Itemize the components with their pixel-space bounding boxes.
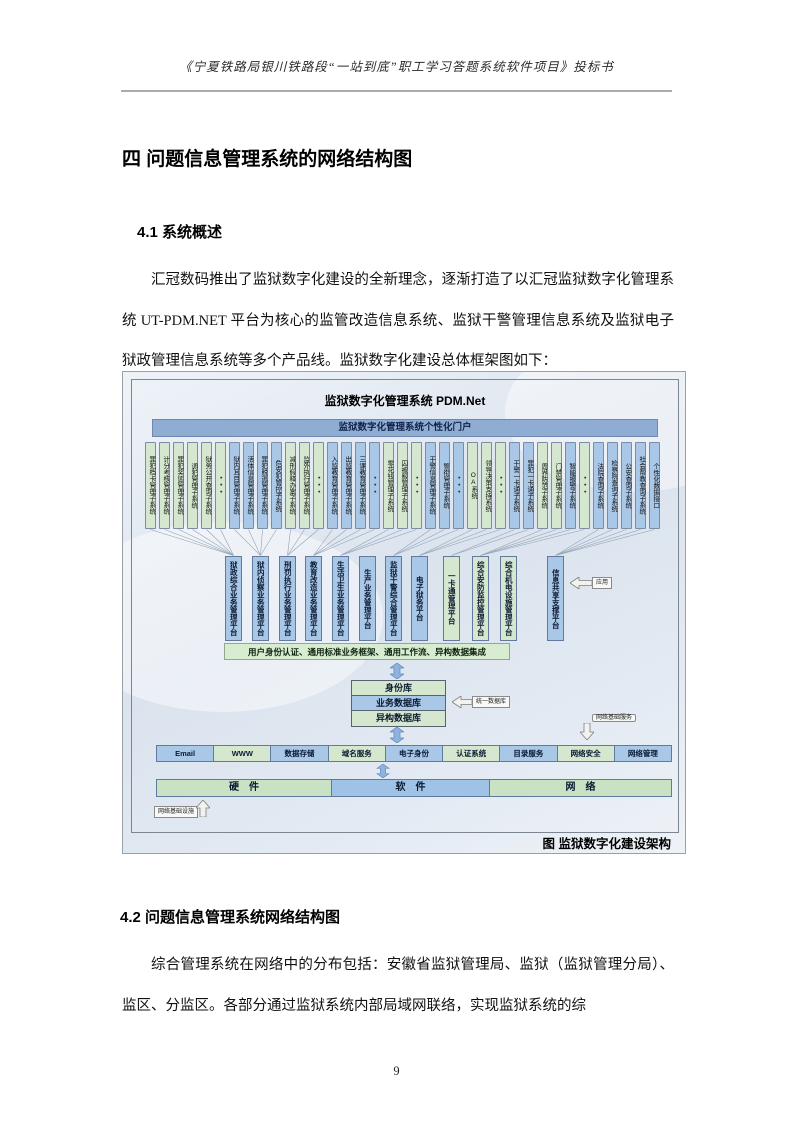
double-arrow-icon xyxy=(376,764,390,778)
subsystem-ellipsis-box: ●●● xyxy=(369,442,380,529)
service-cell: WWW xyxy=(214,745,272,762)
subsystem-box: 罪犯奖惩管理子系统 xyxy=(173,442,184,529)
database-row: 业务数据库 xyxy=(352,696,445,711)
platform-box: 狱内侦察业务管理平台 xyxy=(252,556,269,641)
service-cell: 网络安全 xyxy=(557,745,615,762)
section-4-1-paragraph: 汇冠数码推出了监狱数字化建设的全新理念，逐渐打造了以汇冠监狱数字化管理系统 UT… xyxy=(122,272,674,369)
subsystem-row: 罪犯档卡管理子系统计分考核管理子系统罪犯奖惩管理子系统调犯管理子系统狱务公开查询… xyxy=(145,442,660,529)
subsystem-box: 调犯管理子系统 xyxy=(187,442,198,529)
up-arrow-icon xyxy=(196,800,211,817)
subsystem-ellipsis-box: ●●● xyxy=(453,442,464,529)
chapter-title: 四 问题信息管理系统的网络结构图 xyxy=(122,149,413,170)
subsystem-box: 减刑假释办案子系统 xyxy=(285,442,296,529)
subsystem-box: 门禁管理子系统 xyxy=(551,442,562,529)
service-cell: 目录服务 xyxy=(500,745,558,762)
net-services-label: 网络基础服务 xyxy=(592,714,637,722)
subsystem-box: 罪犯档卡管理子系统 xyxy=(145,442,156,529)
service-cell: 电子身份 xyxy=(385,745,444,762)
portal-banner: 监狱数字化管理系统个性化门户 xyxy=(152,419,658,437)
platform-box: 综合机电设施管理平台 xyxy=(500,556,517,641)
subsystem-box: 危安犯管控子系统 xyxy=(271,442,282,529)
header-divider xyxy=(121,90,672,92)
subsystem-box: 社会帮教查询子系统 xyxy=(635,442,646,529)
section-4-2-paragraph: 综合管理系统在网络中的分布包括：安徽省监狱管理局、监狱（监狱管理分局）、监区、分… xyxy=(122,957,674,1014)
subsystem-box: 个性化数据接口 xyxy=(649,442,660,529)
platform-box: 狱政综合业务管理平台 xyxy=(225,556,242,641)
unified-db-arrow: 统一数据库 xyxy=(452,696,511,708)
service-cell: 数据存储 xyxy=(271,745,329,762)
database-stack: 身份库业务数据库异构数据库 xyxy=(351,680,446,727)
platform-box: 教育改造业务管理平台 xyxy=(305,556,322,641)
net-infra-label: 网络基础设施 xyxy=(154,806,199,818)
service-cell: Email xyxy=(156,745,215,762)
subsystem-ellipsis-box: ●●● xyxy=(579,442,590,529)
platform-box: 生产业务管理平台 xyxy=(359,556,376,641)
subsystem-box: 周界防范子系统 xyxy=(537,442,548,529)
foundation-cell: 软 件 xyxy=(332,779,490,797)
platform-box: 信息共享支撑平台 xyxy=(547,556,564,641)
connector-lines xyxy=(150,529,655,556)
foundation-cell: 网 络 xyxy=(490,779,672,797)
subsystem-box: 罪犯一卡通子系统 xyxy=(523,442,534,529)
subsystem-box: 计分考核管理子系统 xyxy=(159,442,170,529)
subsystem-box: 罪犯脱逃管理子系统 xyxy=(257,442,268,529)
page-number: 9 xyxy=(393,1064,400,1078)
subsystem-box: 警衔管理子系统 xyxy=(439,442,450,529)
page-header: 《宁夏铁路局银川铁路段“一站到底”职工学习答题系统软件项目》投标书 xyxy=(179,60,614,74)
double-arrow-icon xyxy=(390,663,404,679)
subsystem-box: 监外执行管理子系统 xyxy=(299,442,310,529)
net-services-callout: 网络基础服务 xyxy=(580,706,637,740)
section-4-2-title: 4.2 问题信息管理系统网络结构图 xyxy=(120,909,341,926)
left-arrow-icon xyxy=(452,696,472,708)
platform-box: 综合安防监控管理平台 xyxy=(472,556,489,641)
subsystem-box: 狱内耳目管理子系统 xyxy=(229,442,240,529)
platform-box: 电子狱务平台 xyxy=(411,556,428,641)
subsystem-ellipsis-box: ●●● xyxy=(495,442,506,529)
diagram-caption: 图 监狱数字化建设架构 xyxy=(542,837,671,851)
down-arrow-icon xyxy=(580,723,594,740)
service-cell: 认证系统 xyxy=(443,745,501,762)
database-row: 身份库 xyxy=(352,681,445,696)
subsystem-box: 检察院查询子系统 xyxy=(607,442,618,529)
diagram-frame: 监狱数字化管理系统 PDM.Net 监狱数字化管理系统个性化门户 罪犯档卡管理子… xyxy=(131,379,679,833)
platform-box: 生活卫生业务管理平台 xyxy=(332,556,349,641)
database-row: 异构数据库 xyxy=(352,711,445,726)
subsystem-ellipsis-box: ●●● xyxy=(215,442,226,529)
integration-bar: 用户身份认证、通用标准业务框架、通用工作流、异构数据集成 xyxy=(224,643,510,660)
platform-box: 刑罚执行业务管理平台 xyxy=(279,556,296,641)
subsystem-box: 领导决策支持系统 xyxy=(481,442,492,529)
subsystem-box: 出监教育管理子系统 xyxy=(341,442,352,529)
left-arrow-icon xyxy=(570,577,592,589)
subsystem-ellipsis-box: ●●● xyxy=(313,442,324,529)
unified-db-label: 统一数据库 xyxy=(472,696,511,708)
subsystem-box: 公安查询子系统 xyxy=(621,442,632,529)
platform-box: 一卡通管理平台 xyxy=(443,556,460,641)
app-arrow-label: 应用 xyxy=(592,577,613,589)
subsystem-box: 智能报警子系统 xyxy=(565,442,576,529)
subsystem-box: 活体信息管理子系统 xyxy=(243,442,254,529)
architecture-diagram: 监狱数字化管理系统 PDM.Net 监狱数字化管理系统个性化门户 罪犯档卡管理子… xyxy=(122,371,686,854)
subsystem-box: 狱务公开查询子系统 xyxy=(201,442,212,529)
section-4-1-title: 4.1 系统概述 xyxy=(137,224,223,241)
service-cell: 网络管理 xyxy=(614,745,672,762)
platform-box: 监狱干警综合管理平台 xyxy=(385,556,402,641)
double-arrow-icon xyxy=(390,727,404,743)
subsystem-box: 入监教育管理子系统 xyxy=(327,442,338,529)
subsystem-box: 囚被服管理子系统 xyxy=(397,442,408,529)
subsystem-box: 三课教育管理子系统 xyxy=(355,442,366,529)
service-cell: 域名服务 xyxy=(328,745,386,762)
subsystem-box: 干警一卡通子系统 xyxy=(509,442,520,529)
net-infra-callout: 网络基础设施 xyxy=(154,800,211,818)
app-arrow: 应用 xyxy=(570,577,613,589)
foundation-row: 硬 件软 件网 络 xyxy=(156,779,672,797)
subsystem-box: 法院查询子系统 xyxy=(593,442,604,529)
subsystem-box: OA系统 xyxy=(467,442,478,529)
diagram-title: 监狱数字化管理系统 PDM.Net xyxy=(324,394,486,408)
foundation-cell: 硬 件 xyxy=(156,779,332,797)
subsystem-box: 零花钱管理子系统 xyxy=(383,442,394,529)
subsystem-ellipsis-box: ●●● xyxy=(411,442,422,529)
subsystem-box: 干警信息管理子系统 xyxy=(425,442,436,529)
